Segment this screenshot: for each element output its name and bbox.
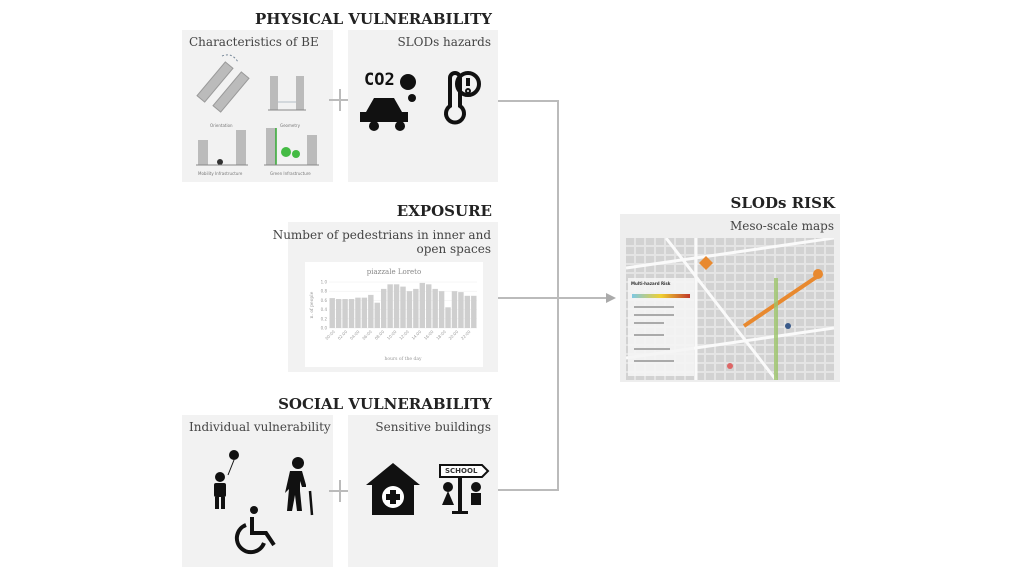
x-tick-label: 14:00 (411, 329, 423, 341)
bar (406, 291, 413, 328)
individual-vulnerability-label: Individual vulnerability (189, 420, 331, 434)
x-tick-label: 08:00 (374, 329, 386, 341)
hazard-icons (360, 71, 481, 131)
child-with-balloon-icon (214, 450, 239, 509)
slods-hazards-box: SLODs hazards CO2 (348, 30, 498, 182)
y-tick-label: 0.8 (321, 289, 328, 294)
pedestrians-label-line2: open spaces (416, 242, 491, 256)
bar (438, 291, 445, 328)
bar (458, 292, 464, 328)
x-axis-label: hours of the day (384, 356, 422, 362)
x-tick-label: 10:00 (386, 329, 398, 341)
bar (374, 302, 380, 328)
slods-hazards-label: SLODs hazards (397, 35, 491, 49)
x-tick-label: 18:00 (435, 329, 447, 341)
connector-vertical (557, 100, 559, 491)
green-infrastructure-icon (264, 128, 319, 166)
y-tick-label: 1.0 (321, 280, 328, 285)
wheelchair-icon (234, 506, 276, 555)
bar (348, 299, 355, 328)
characteristics-be-label: Characteristics of BE (189, 35, 319, 49)
x-tick-label: 16:00 (423, 329, 435, 341)
co2-label: CO2 (364, 70, 395, 90)
bar (368, 294, 374, 328)
elderly-person-icon (285, 457, 314, 516)
school-sign-text: SCHOOL (445, 467, 478, 475)
bar (432, 288, 438, 328)
y-tick-label: 0.6 (321, 298, 328, 303)
sensitive-buildings-label: Sensitive buildings (375, 420, 491, 434)
bar (361, 297, 368, 328)
risk-route-orange (742, 274, 820, 328)
bar (471, 295, 477, 328)
y-tick-label: 0.0 (321, 326, 328, 331)
bar (393, 284, 400, 328)
orientation-caption: Orientation (210, 123, 233, 128)
orientation-icon (196, 54, 250, 113)
y-axis-label: n. of people (309, 291, 315, 318)
social-vulnerability-title: SOCIAL VULNERABILITY (278, 395, 492, 413)
car-emission-icon (360, 74, 416, 131)
characteristics-be-box: Characteristics of BE Orientation Geomet… (182, 30, 333, 182)
connector-exposure (498, 297, 610, 299)
bar (426, 284, 432, 328)
meso-scale-maps-box: Meso-scale maps Multi-hazard Risk (620, 214, 840, 382)
meso-scale-maps-label: Meso-scale maps (730, 219, 834, 233)
bar (445, 307, 451, 328)
bar (329, 298, 335, 328)
bar (400, 286, 406, 328)
bar (335, 299, 342, 328)
physical-vulnerability-title: PHYSICAL VULNERABILITY (255, 10, 492, 28)
map-graphic (626, 238, 834, 380)
arrow-head-icon (606, 293, 616, 303)
pedestrians-box: Number of pedestrians in inner and open … (273, 222, 498, 372)
legend-title: Multi-hazard Risk (631, 281, 671, 286)
geometry-icon (268, 76, 306, 111)
x-tick-label: 20:00 (448, 329, 460, 341)
exposure-title: EXPOSURE (396, 202, 492, 220)
slods-risk-title: SLODs RISK (730, 194, 835, 212)
chart-title: piazzale Loreto (367, 268, 421, 276)
x-tick-label: 12:00 (398, 329, 410, 341)
bar (413, 288, 419, 328)
x-tick-label: 04:00 (349, 329, 361, 341)
x-tick-label: 06:00 (361, 329, 373, 341)
x-tick-label: 00:00 (324, 329, 336, 341)
thermometer-warning-icon (444, 71, 481, 125)
mobility-infrastructure-icon (196, 130, 248, 166)
hospital-icon (366, 463, 420, 515)
x-tick-label: 22:00 (460, 329, 472, 341)
plus-icon (329, 480, 351, 502)
pedestrians-label-line1: Number of pedestrians in inner and (272, 228, 491, 242)
bar (380, 288, 387, 328)
built-environment-icons (196, 54, 319, 166)
vulnerable-people-icons (214, 450, 314, 555)
sensitive-buildings-box: Sensitive buildings SCHOOL (348, 415, 498, 567)
connector-physical (498, 100, 558, 102)
bar (387, 284, 393, 328)
bar (342, 299, 348, 328)
bar (355, 297, 361, 328)
y-tick-label: 0.4 (321, 307, 328, 312)
school-sign-icon (439, 464, 490, 514)
plus-icon (329, 89, 351, 111)
bar (419, 282, 426, 328)
connector-social (498, 489, 558, 491)
bar (451, 291, 458, 328)
mobility-caption: Mobility Infrastructure (198, 171, 243, 176)
bar (464, 295, 471, 328)
risk-map: Multi-hazard Risk (626, 238, 834, 380)
green-caption: Green Infrastructure (270, 171, 311, 176)
geometry-caption: Geometry (280, 123, 300, 128)
pedestrians-label: Number of pedestrians in inner and open … (273, 228, 491, 256)
x-tick-label: 02:00 (337, 329, 349, 341)
sensitive-building-icons (366, 463, 490, 515)
individual-vulnerability-box: Individual vulnerability (182, 415, 333, 567)
y-tick-label: 0.2 (321, 316, 328, 321)
